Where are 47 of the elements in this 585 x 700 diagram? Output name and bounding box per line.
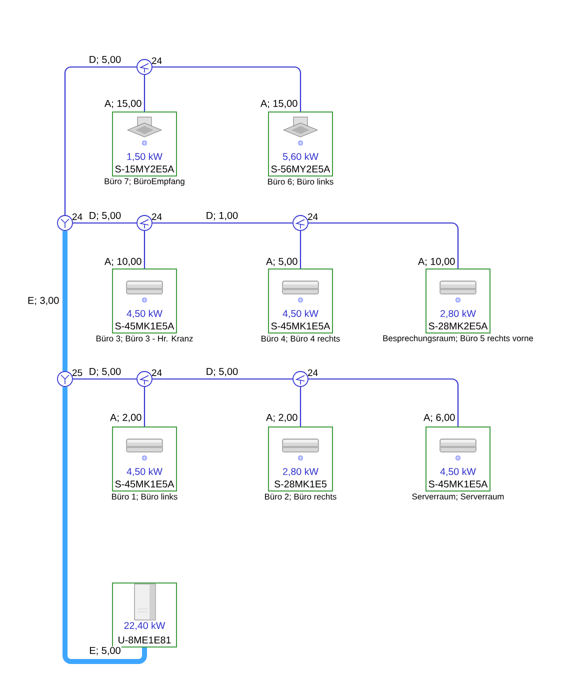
edge-label: D; 5,00	[88, 367, 122, 377]
edge-label: A; 15,00	[104, 99, 142, 109]
edge-label: A; 2,00	[109, 413, 142, 423]
edge-label: D; 1,00	[205, 211, 239, 221]
pipe-line	[300, 230, 302, 268]
pipe-line	[144, 386, 146, 426]
trunk-pipe	[62, 386, 147, 664]
edge-label: A; 5,00	[265, 257, 298, 267]
joint-number: 24	[152, 213, 162, 220]
room-caption: Büro 2; Büro rechts	[265, 493, 336, 501]
joint-number: 24	[152, 57, 162, 64]
unit-box: 1,50 kW S-15MY2E5A	[112, 112, 177, 176]
edge-label: D; 5,00	[205, 367, 239, 377]
pipe-line	[308, 378, 459, 426]
edge-label: D; 5,00	[88, 55, 122, 65]
edge-label: A; 2,00	[265, 413, 298, 423]
edge-label: E; 5,00	[88, 646, 122, 656]
joint-number: 25	[72, 369, 82, 376]
pipe-line	[144, 74, 146, 112]
joint-number: 24	[152, 369, 162, 376]
edge-label: A; 10,00	[104, 257, 142, 267]
pipe-line	[300, 386, 302, 426]
pipe-line	[72, 378, 137, 380]
edge-label: D; 5,00	[88, 211, 122, 221]
joint-number: 24	[308, 213, 318, 220]
joint-number: 24	[308, 369, 318, 376]
pipe-line	[152, 378, 293, 380]
pipe-line	[64, 66, 137, 216]
room-caption: Büro 3; Büro 3 - Hr. Kranz	[96, 336, 193, 342]
room-caption: Besprechungsraum; Büro 5 rechts vorne	[383, 335, 533, 343]
unit-box: 5,60 kW S-56MY2E5A	[268, 112, 333, 176]
pipe-line	[152, 66, 302, 112]
room-caption: Büro 1; Büro links	[112, 493, 178, 501]
room-caption: Büro 6; Büro links	[268, 178, 334, 186]
room-caption: Büro 7; BüroEmpfang	[104, 178, 184, 186]
pipe-line	[144, 230, 146, 268]
pipe-line	[152, 222, 293, 224]
edge-label: A; 10,00	[417, 257, 456, 267]
room-caption: Serverraum; Serverraum	[412, 494, 504, 500]
edge-label: A; 15,00	[260, 99, 298, 109]
pipe-line	[308, 222, 459, 268]
edge-label: A; 6,00	[422, 413, 456, 423]
pipe-line	[72, 222, 137, 224]
trunk-pipe	[62, 230, 68, 372]
edge-label: E; 3,00	[26, 296, 60, 306]
room-caption: Büro 4; Büro 4 rechts	[262, 335, 340, 343]
joint-number: 24	[72, 213, 82, 220]
